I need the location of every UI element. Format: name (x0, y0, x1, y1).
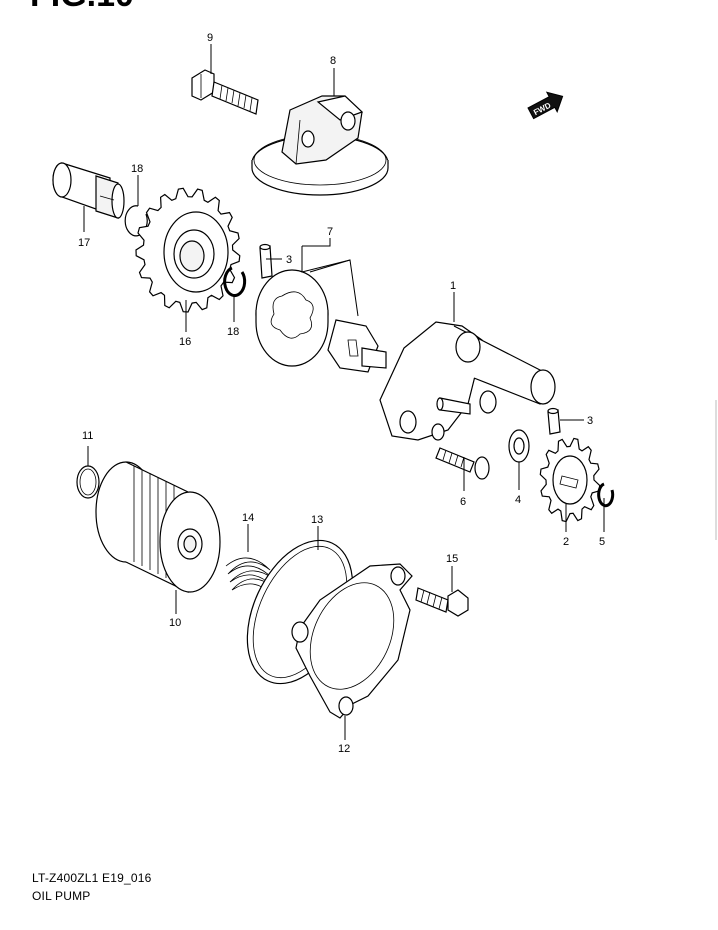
part-4-washer (508, 429, 530, 463)
part-7-rotor-set (255, 269, 387, 373)
fwd-arrow-icon: FWD (527, 91, 564, 120)
callout-2: 2 (563, 536, 569, 548)
part-17-shaft (52, 162, 125, 219)
part-5-clip (597, 482, 615, 508)
callout-4: 4 (515, 494, 521, 506)
callout-7: 7 (327, 226, 333, 238)
part-8-cap (251, 95, 389, 196)
part-12-filter-cap (291, 563, 413, 719)
callout-6: 6 (460, 496, 466, 508)
part-3-pin-lower (547, 407, 561, 435)
callout-12: 12 (338, 743, 350, 755)
part-1-pump-body (379, 321, 556, 441)
part-6-screw (435, 447, 490, 480)
callout-3: 3 (587, 415, 593, 427)
callout-10: 10 (169, 617, 181, 629)
callout-15: 15 (446, 553, 458, 565)
part-2-small-gear (539, 437, 601, 523)
part-11-o-ring (76, 465, 100, 499)
diagram-title: OIL PUMP (32, 889, 91, 903)
part-15-bolt (415, 587, 469, 617)
callout-3: 3 (286, 254, 292, 266)
callout-labels: 9 8 18 17 3 7 16 18 1 3 11 6 4 2 5 14 13… (78, 32, 605, 755)
part-9-bolt (191, 69, 259, 115)
callout-5: 5 (599, 536, 605, 548)
leader-lines (83, 44, 605, 740)
callout-18: 18 (227, 326, 239, 338)
part-14-spring (225, 557, 273, 595)
callout-17: 17 (78, 237, 90, 249)
part-10-oil-filter (95, 461, 221, 593)
part-16-gear (135, 187, 241, 313)
part-3-pin-upper (259, 243, 273, 279)
part-18-circlip-lower (223, 266, 247, 297)
callout-14: 14 (242, 512, 254, 524)
callout-1: 1 (450, 280, 456, 292)
callout-16: 16 (179, 336, 191, 348)
callout-8: 8 (330, 55, 336, 67)
diagram-code: LT-Z400ZL1 E19_016 (32, 871, 152, 885)
callout-13: 13 (311, 514, 323, 526)
figure-title: FIG.10 (30, 0, 134, 14)
callout-9: 9 (207, 32, 213, 44)
callout-18: 18 (131, 163, 143, 175)
callout-11: 11 (82, 430, 93, 442)
